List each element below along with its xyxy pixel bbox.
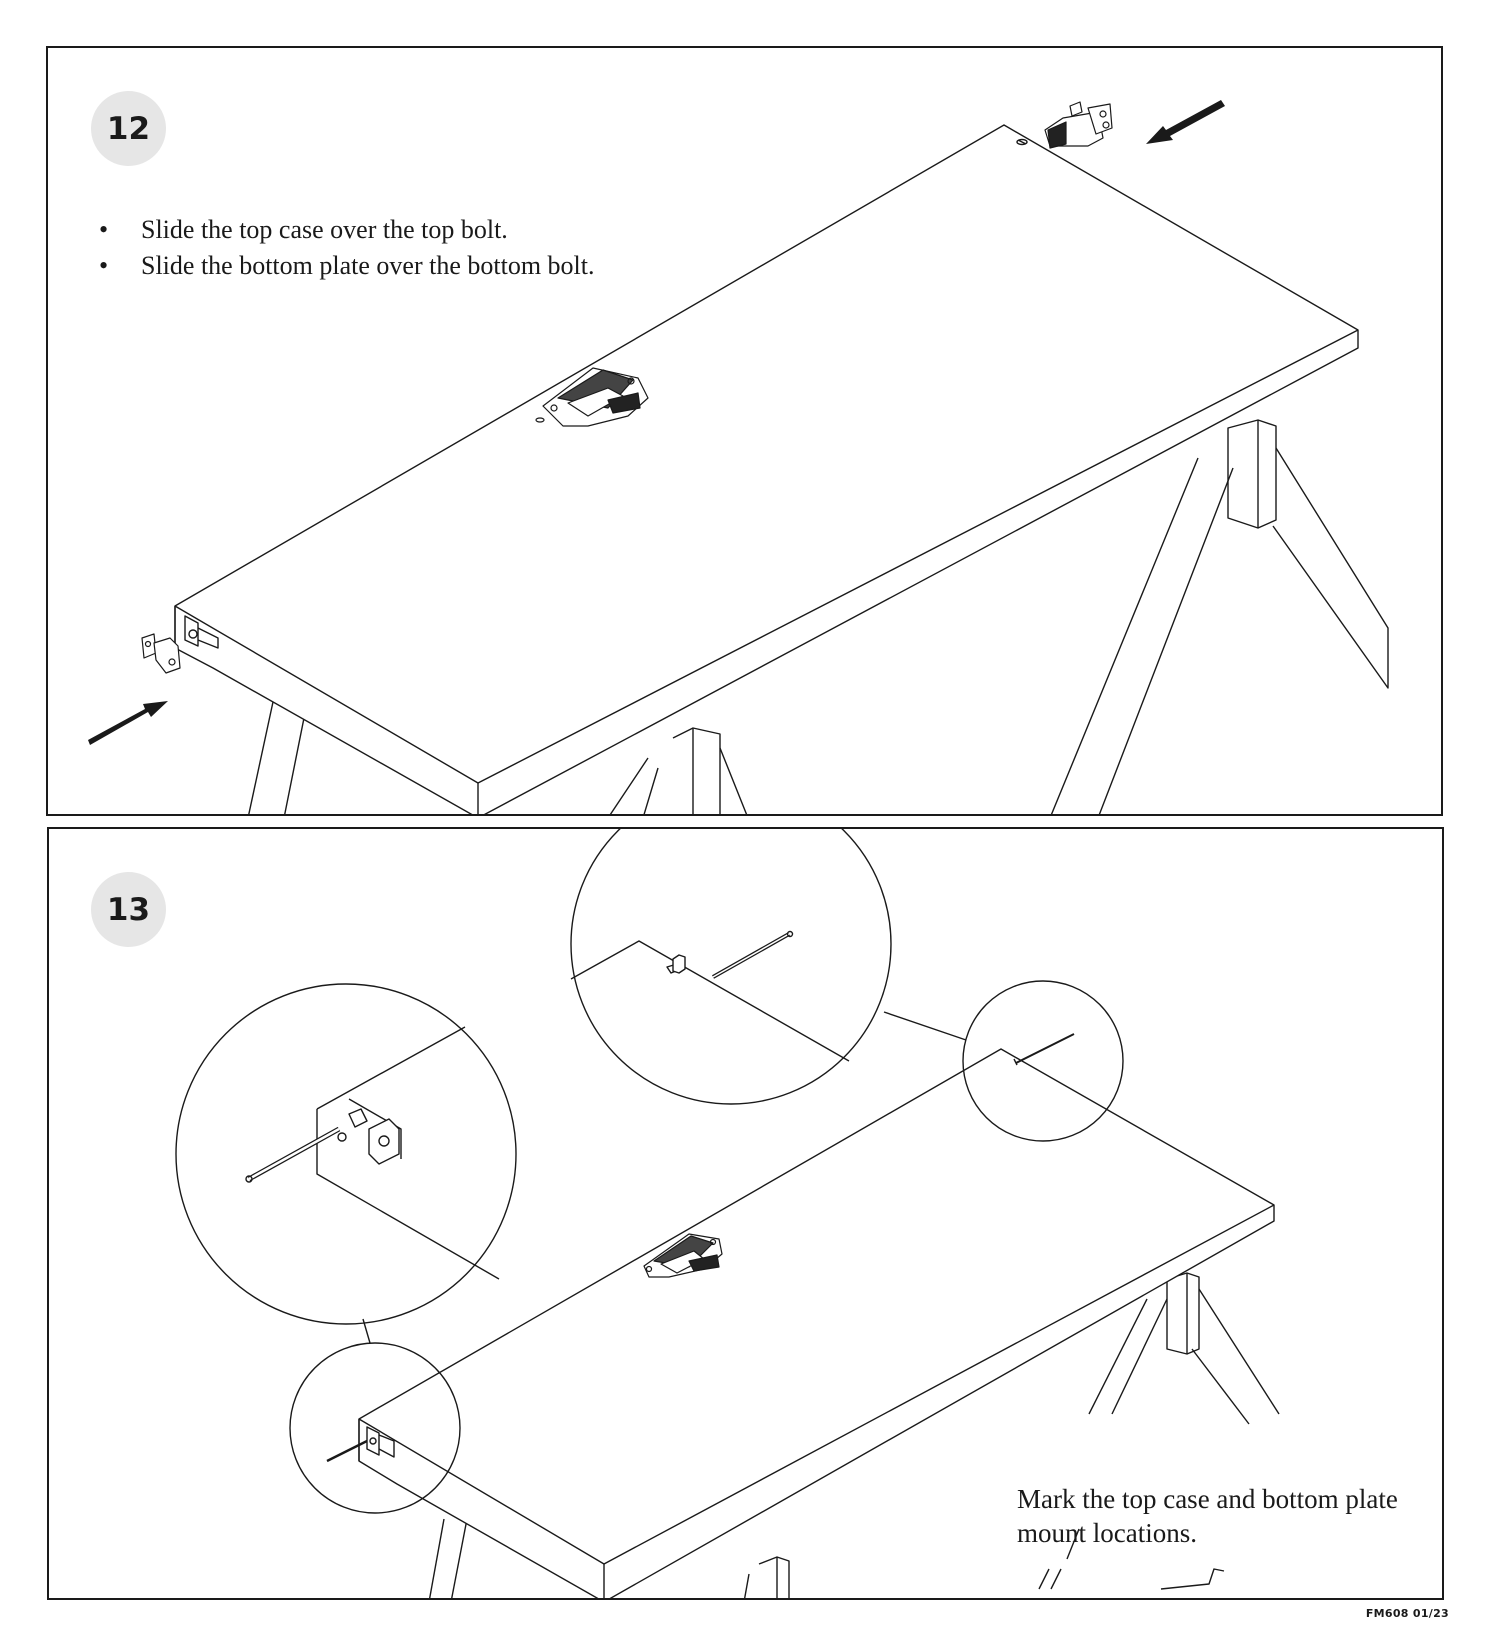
top-case-part [1044, 101, 1113, 149]
instruction-item: Slide the top case over the top bolt. [93, 212, 595, 248]
front-trestle [248, 687, 748, 814]
step-13-panel: 13 Mark the top case and bottom plate mo… [47, 827, 1444, 1600]
lock-mechanism [535, 367, 649, 427]
callout-circle [962, 980, 1124, 1142]
lock-mechanism [643, 1233, 723, 1278]
callout-circle [175, 983, 517, 1325]
callout-circle [570, 829, 892, 1105]
step-number-badge: 13 [91, 872, 166, 947]
instruction-item: Slide the bottom plate over the bottom b… [93, 248, 595, 284]
front-trestle [429, 1518, 790, 1598]
step-12-panel: 12 Slide the top case over the top bolt.… [46, 46, 1443, 816]
arrow-icon [1146, 100, 1225, 144]
step-12-illustration [88, 100, 1389, 814]
table-top [326, 1033, 1275, 1598]
instruction-list: Slide the top case over the top bolt. Sl… [93, 212, 595, 284]
step-number-badge: 12 [91, 91, 166, 166]
right-trestle [1050, 419, 1389, 814]
document-code: FM608 01/23 [1365, 1607, 1449, 1620]
instruction-note: Mark the top case and bottom plate mount… [1017, 1484, 1398, 1548]
table-top [174, 124, 1359, 814]
step-13-illustration [175, 829, 1280, 1598]
arrow-icon [88, 701, 168, 745]
callout-top-detail [570, 930, 850, 1062]
right-trestle [1038, 1272, 1280, 1590]
bottom-plate-part [141, 633, 181, 674]
callout-left-detail [245, 1026, 500, 1280]
callout-circle [289, 1342, 461, 1514]
